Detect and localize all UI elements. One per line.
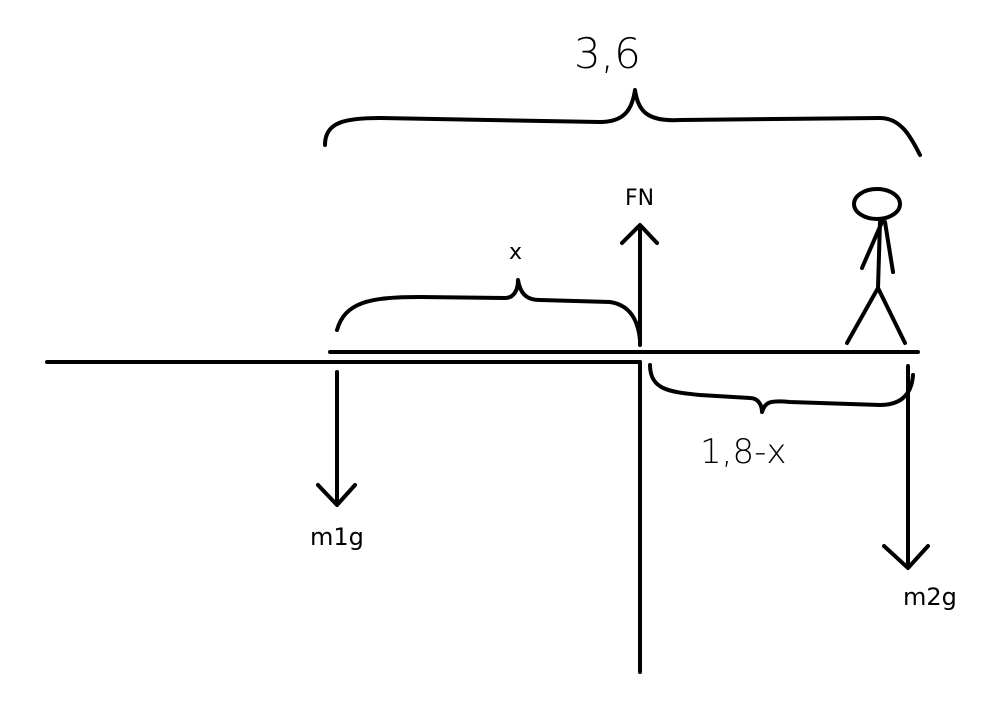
normal-force-label: FN xyxy=(625,186,654,211)
normal-force-arrow xyxy=(620,223,659,347)
total-length-brace xyxy=(323,88,922,157)
right-distance-label: 1,8-x xyxy=(700,432,786,472)
weight2-label: m2g xyxy=(903,583,957,611)
total-length-label: 3,6 xyxy=(574,29,641,78)
stick-figure-person xyxy=(845,187,907,345)
table-support xyxy=(45,360,642,674)
weight2-arrow xyxy=(882,364,930,570)
weight1-label: m1g xyxy=(310,523,364,551)
left-distance-brace xyxy=(335,278,642,342)
weight1-arrow xyxy=(316,370,357,507)
left-distance-label: x xyxy=(509,240,522,265)
right-distance-brace xyxy=(648,363,915,414)
